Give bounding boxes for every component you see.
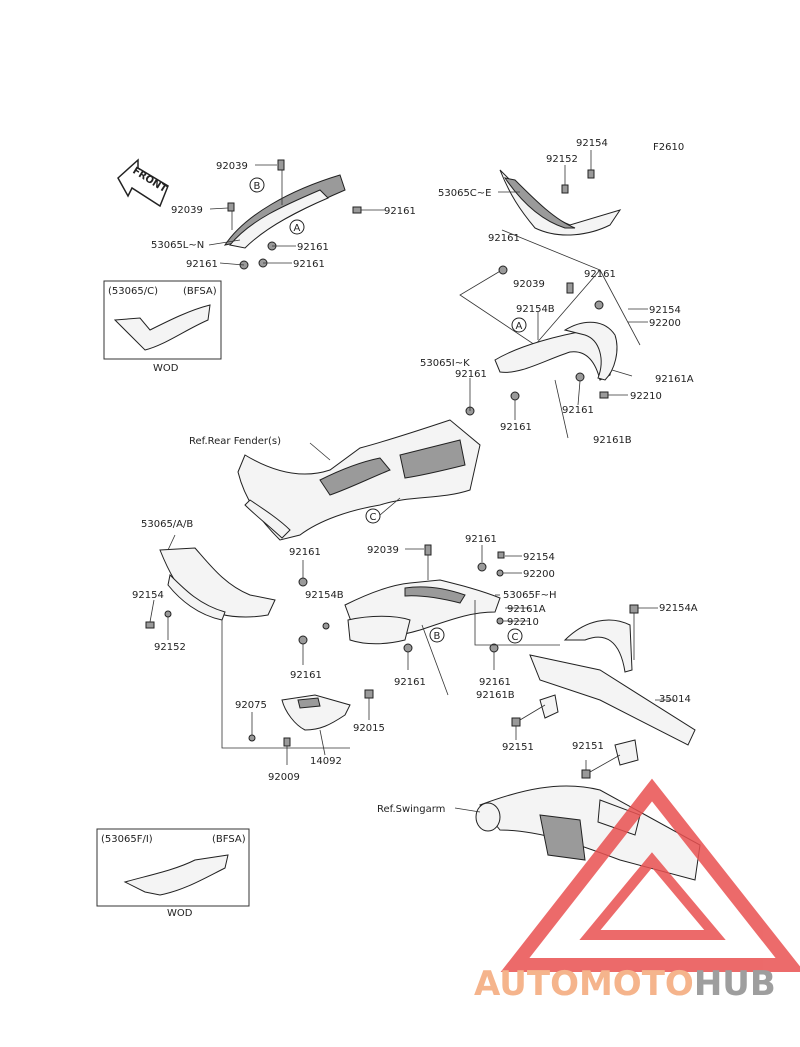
label-53065F-H: 53065F~H (503, 590, 556, 601)
label-92161-m4: 92161 (394, 677, 426, 688)
label-92152-l: 92152 (154, 642, 186, 653)
cover-53065I-K-group: A (459, 229, 648, 439)
label-92161B-m: 92161B (476, 690, 515, 701)
inset-top-variant: (BFSA) (183, 286, 217, 297)
label-92200-r: 92200 (649, 318, 681, 329)
marker-a-top-label: A (294, 223, 301, 234)
label-92161-m3: 92161 (465, 534, 497, 545)
marker-a-mid (511, 317, 527, 333)
label-92075: 92075 (235, 700, 267, 711)
label-92151-a: 92151 (502, 742, 534, 753)
marker-c-mid (507, 628, 523, 644)
watermark-text: AUTOMOTOHUB (474, 964, 776, 1004)
swingarm-reference (454, 785, 701, 881)
marker-b-mid (429, 627, 445, 643)
inset-53065C: (53065/C) (BFSA) WOD (103, 280, 222, 374)
label-ref-swingarm: Ref.Swingarm (377, 804, 445, 815)
watermark-triangle-outer (500, 778, 800, 972)
marker-b-top-label: B (254, 181, 261, 192)
cover-53065-A-B-group (145, 534, 350, 749)
watermark-triangle-inner (579, 852, 726, 940)
label-92161A-r: 92161A (655, 374, 694, 385)
inset-top-caption: WOD (153, 363, 179, 374)
label-92015: 92015 (353, 723, 385, 734)
inset-bottom-caption: WOD (167, 908, 193, 919)
inset-bottom-code: (53065F/I) (101, 834, 153, 845)
label-92161-l1: 92161 (384, 206, 416, 217)
marker-c-mid-label: C (512, 632, 519, 643)
label-92151-b: 92151 (572, 741, 604, 752)
label-92039-mid: 92039 (513, 279, 545, 290)
label-92161B-r: 92161B (593, 435, 632, 446)
figure-code: F2610 (653, 142, 684, 153)
label-92161-m1: 92161 (289, 547, 321, 558)
label-92039-low: 92039 (367, 545, 399, 556)
cover-53065C-E-group (498, 150, 622, 236)
marker-b-mid-label: B (434, 631, 441, 642)
marker-a-mid-label: A (516, 321, 523, 332)
watermark-text-part2: HUB (694, 964, 776, 1004)
label-14092: 14092 (310, 756, 342, 767)
marker-b-top (249, 177, 265, 193)
label-92200-m: 92200 (523, 569, 555, 580)
label-92161A-m: 92161A (507, 604, 546, 615)
label-92154B-top: 92154B (516, 304, 555, 315)
label-53065L-N: 53065L~N (151, 240, 204, 251)
label-92210-m: 92210 (507, 617, 539, 628)
bracket-14092-group (248, 689, 374, 765)
label-92154-r: 92154 (649, 305, 681, 316)
label-92154B-m: 92154B (305, 590, 344, 601)
marker-c-fender (365, 508, 381, 524)
cover-53065L-N-group: B A (208, 159, 385, 270)
label-92161-l4: 92161 (186, 259, 218, 270)
label-92161-l2: 92161 (297, 242, 329, 253)
inset-53065F-I: (53065F/I) (BFSA) WOD (96, 828, 250, 919)
label-92161-m5: 92161 (479, 677, 511, 688)
label-92152-top: 92152 (546, 154, 578, 165)
label-92161-r2: 92161 (584, 269, 616, 280)
rear-fender-reference: C (237, 419, 481, 541)
label-92161-r1: 92161 (488, 233, 520, 244)
cover-53065F-H-group: B C (344, 544, 560, 696)
label-92210-r: 92210 (630, 391, 662, 402)
label-92154A: 92154A (659, 603, 698, 614)
label-92039-top: 92039 (216, 161, 248, 172)
marker-a-top (289, 219, 305, 235)
watermark-text-part1: AUTOMOTO (474, 964, 694, 1004)
label-ref-rear-fender: Ref.Rear Fender(s) (189, 436, 281, 447)
label-92161-r5: 92161 (500, 422, 532, 433)
label-92161-r3: 92161 (455, 369, 487, 380)
label-92039-left: 92039 (171, 205, 203, 216)
inset-top-code: (53065/C) (108, 286, 158, 297)
label-92161-r4: 92161 (562, 405, 594, 416)
label-53065-A-B: 53065/A/B (141, 519, 193, 530)
inset-bottom-variant: (BFSA) (212, 834, 246, 845)
label-53065I-K: 53065I~K (420, 358, 470, 369)
label-92154-top: 92154 (576, 138, 608, 149)
label-92009: 92009 (268, 772, 300, 783)
label-35014: 35014 (659, 694, 691, 705)
automotohub-watermark-logo (500, 778, 800, 972)
chain-guard-35014-group (511, 604, 696, 779)
label-92161-m2: 92161 (290, 670, 322, 681)
label-53065C-E: 53065C~E (438, 188, 492, 199)
front-arrow-icon: FRONT (117, 158, 169, 208)
label-92154-l: 92154 (132, 590, 164, 601)
label-92161-l3: 92161 (293, 259, 325, 270)
label-92154-m: 92154 (523, 552, 555, 563)
marker-c-fender-label: C (370, 512, 377, 523)
